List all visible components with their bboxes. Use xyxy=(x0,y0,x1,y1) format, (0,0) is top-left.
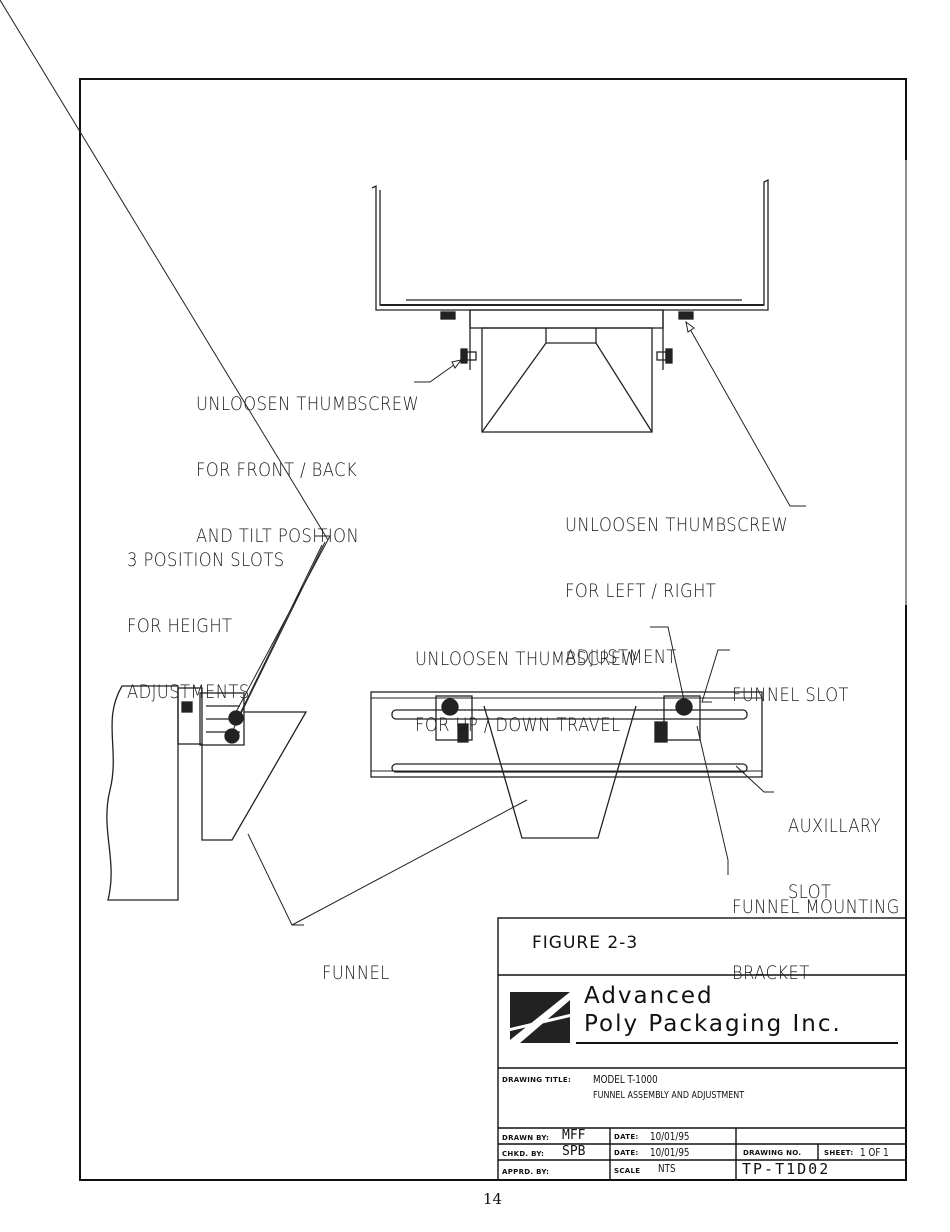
callout-line: UNLOOSEN THUMBSCREW xyxy=(196,393,420,415)
drawing-title-label: DRAWING TITLE: xyxy=(502,1076,572,1084)
company-name-line2: Poly Packaging Inc. xyxy=(584,1011,842,1037)
leader-lines-side xyxy=(0,0,331,741)
callout-left-right: UNLOOSEN THUMBSCREW FOR LEFT / RIGHT ADJ… xyxy=(565,470,788,690)
callout-line: AUXILLARY xyxy=(788,815,882,837)
sheet-value: 1 OF 1 xyxy=(860,1146,889,1159)
date-value-2: 10/01/95 xyxy=(650,1146,690,1159)
date-label-1: DATE: xyxy=(614,1133,639,1141)
callout-funnel: FUNNEL xyxy=(322,918,390,1006)
drawn-by-label: DRAWN BY: xyxy=(502,1134,550,1142)
company-logo xyxy=(507,992,573,1043)
callout-mounting-bracket: FUNNEL MOUNTING BRACKET xyxy=(732,852,900,1006)
front-view-assembly xyxy=(370,691,763,839)
callout-line: FOR UP / DOWN TRAVEL xyxy=(415,714,621,736)
drawn-by-value: MFF xyxy=(562,1128,586,1143)
callout-up-down: UNLOOSEN THUMBSCREW FOR UP / DOWN TRAVEL xyxy=(415,604,638,758)
approved-by-label: APPRD. BY: xyxy=(502,1168,550,1176)
callout-line: ADJUSTMENT xyxy=(565,646,677,668)
callout-line: BRACKET xyxy=(732,962,810,984)
scale-label: SCALE xyxy=(614,1167,641,1175)
callout-line: 3 POSITION SLOTS xyxy=(127,549,285,571)
callout-line: FOR HEIGHT xyxy=(127,615,233,637)
callout-line: FUNNEL MOUNTING xyxy=(732,896,900,918)
callout-position-slots: 3 POSITION SLOTS FOR HEIGHT ADJUSTMENTS xyxy=(127,505,285,725)
callout-line: UNLOOSEN THUMBSCREW xyxy=(415,648,639,670)
top-view-assembly xyxy=(371,178,769,433)
sheet-label: SHEET: xyxy=(824,1149,854,1157)
scale-value: NTS xyxy=(658,1162,676,1175)
leader-lines-top xyxy=(414,320,806,507)
callout-funnel-slot: FUNNEL SLOT xyxy=(732,640,849,728)
date-label-2: DATE: xyxy=(614,1149,639,1157)
callout-line: SLOT xyxy=(788,881,832,903)
date-value-1: 10/01/95 xyxy=(650,1130,690,1143)
callout-line: FUNNEL xyxy=(322,962,390,984)
callout-line: FOR FRONT / BACK xyxy=(196,459,358,481)
title-block-frame xyxy=(497,917,907,1181)
callout-line: FOR LEFT / RIGHT xyxy=(565,580,717,602)
checked-by-label: CHKD. BY: xyxy=(502,1150,545,1158)
drawing-number-value: TP-T1D02 xyxy=(742,1160,831,1178)
company-name-line1: Advanced xyxy=(584,983,714,1009)
drawing-title-line2: FUNNEL ASSEMBLY AND ADJUSTMENT xyxy=(593,1090,745,1101)
callout-line: FUNNEL SLOT xyxy=(732,684,849,706)
callout-line: UNLOOSEN THUMBSCREW xyxy=(565,514,789,536)
page-number: 14 xyxy=(483,1190,503,1208)
callout-line: AND TILT POSITION xyxy=(196,525,360,547)
figure-label: FIGURE 2-3 xyxy=(532,933,639,953)
drawing-title-line1: MODEL T-1000 xyxy=(593,1073,658,1086)
leader-lines-front xyxy=(247,626,774,926)
callout-auxillary-slot: AUXILLARY SLOT xyxy=(788,771,881,925)
checked-by-value: SPB xyxy=(562,1144,586,1159)
drawing-border xyxy=(79,78,907,1181)
callout-line: ADJUSTMENTS xyxy=(127,681,250,703)
callout-front-back-tilt: UNLOOSEN THUMBSCREW FOR FRONT / BACK AND… xyxy=(196,349,419,569)
drawing-number-label: DRAWING NO. xyxy=(743,1149,802,1157)
